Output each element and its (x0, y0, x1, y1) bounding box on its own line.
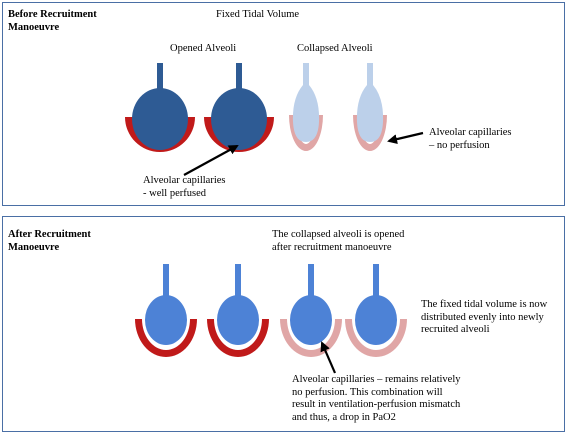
alveolus-sac (355, 295, 397, 345)
fixed-tidal-volume-label: Fixed Tidal Volume (216, 9, 300, 20)
recruited-alveolus-4 (345, 264, 407, 357)
non-perfused-capillary (289, 115, 323, 151)
distribution-note: The fixed tidal volume is now distribute… (421, 299, 548, 335)
alveolus-sac (290, 295, 332, 345)
non-perfused-capillary (345, 319, 407, 357)
recruited-alveolus-3 (280, 264, 342, 357)
after-title: After Recruitment Manoeuvre (8, 229, 91, 253)
opened-alveolus-2 (204, 63, 274, 152)
collapsed-sac (292, 63, 320, 142)
recruited-alveolus-2 (207, 264, 269, 357)
alveolar-duct (157, 63, 163, 95)
alveolus-sac (132, 88, 188, 150)
arrow-no-perfusion (387, 131, 424, 145)
perfused-capillary (207, 319, 269, 357)
collapsed-alveolus-1 (289, 63, 323, 151)
alveolus-sac (211, 88, 267, 150)
alveolus-sac (217, 295, 259, 345)
alveolus-sac (145, 295, 187, 345)
opened-after-note: The collapsed alveoli is opened after re… (272, 229, 405, 253)
opened-alveoli-label: Opened Alveoli (170, 43, 237, 54)
alveolar-duct (163, 264, 169, 300)
before-title: Before Recruitment Manoeuvre (8, 9, 97, 33)
before-recruitment-panel (2, 2, 565, 206)
recruited-alveolus-1 (135, 264, 197, 357)
alveolar-duct (308, 264, 314, 300)
arrow-no-perfusion-after (320, 341, 337, 374)
opened-alveolus-1 (125, 63, 195, 152)
mismatch-note: Alveolar capillaries – remains relativel… (292, 374, 461, 423)
collapsed-sac (356, 63, 384, 142)
alveolar-duct (236, 63, 242, 95)
alveolar-duct (235, 264, 241, 300)
perfused-capillary (204, 117, 274, 152)
well-perfused-note: Alveolar capillaries - well perfused (143, 175, 226, 199)
collapsed-alveolus-2 (353, 63, 387, 151)
alveolar-duct (373, 264, 379, 300)
non-perfused-capillary (353, 115, 387, 151)
collapsed-alveoli-label: Collapsed Alveoli (297, 43, 373, 54)
perfused-capillary (125, 117, 195, 152)
no-perfusion-note: Alveolar capillaries – no perfusion (429, 127, 512, 151)
perfused-capillary (135, 319, 197, 357)
arrow-well-perfused (183, 145, 239, 176)
